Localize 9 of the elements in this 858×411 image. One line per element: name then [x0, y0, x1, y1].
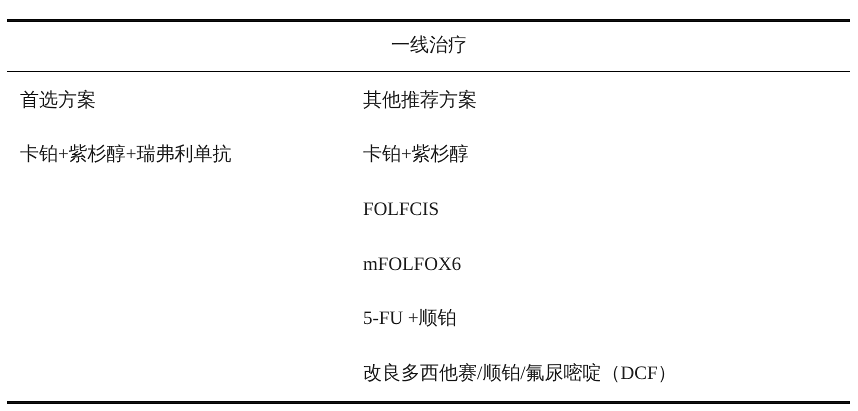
regimen-text: 改良多西他赛/顺铂/氟尿嘧啶（DCF）	[363, 362, 677, 386]
column-heading: 其他推荐方案	[363, 89, 477, 113]
column-heading: 首选方案	[20, 89, 96, 113]
regimen-text: 卡铂+紫杉醇	[363, 143, 469, 167]
regimen-text: 5-FU +顺铂	[363, 307, 457, 331]
regimen-text: FOLFCIS	[363, 198, 440, 222]
regimen-text: 卡铂+紫杉醇+瑞弗利单抗	[20, 143, 232, 167]
regimen-text: mFOLFOX6	[363, 253, 462, 277]
table-header: 一线治疗	[391, 34, 467, 58]
